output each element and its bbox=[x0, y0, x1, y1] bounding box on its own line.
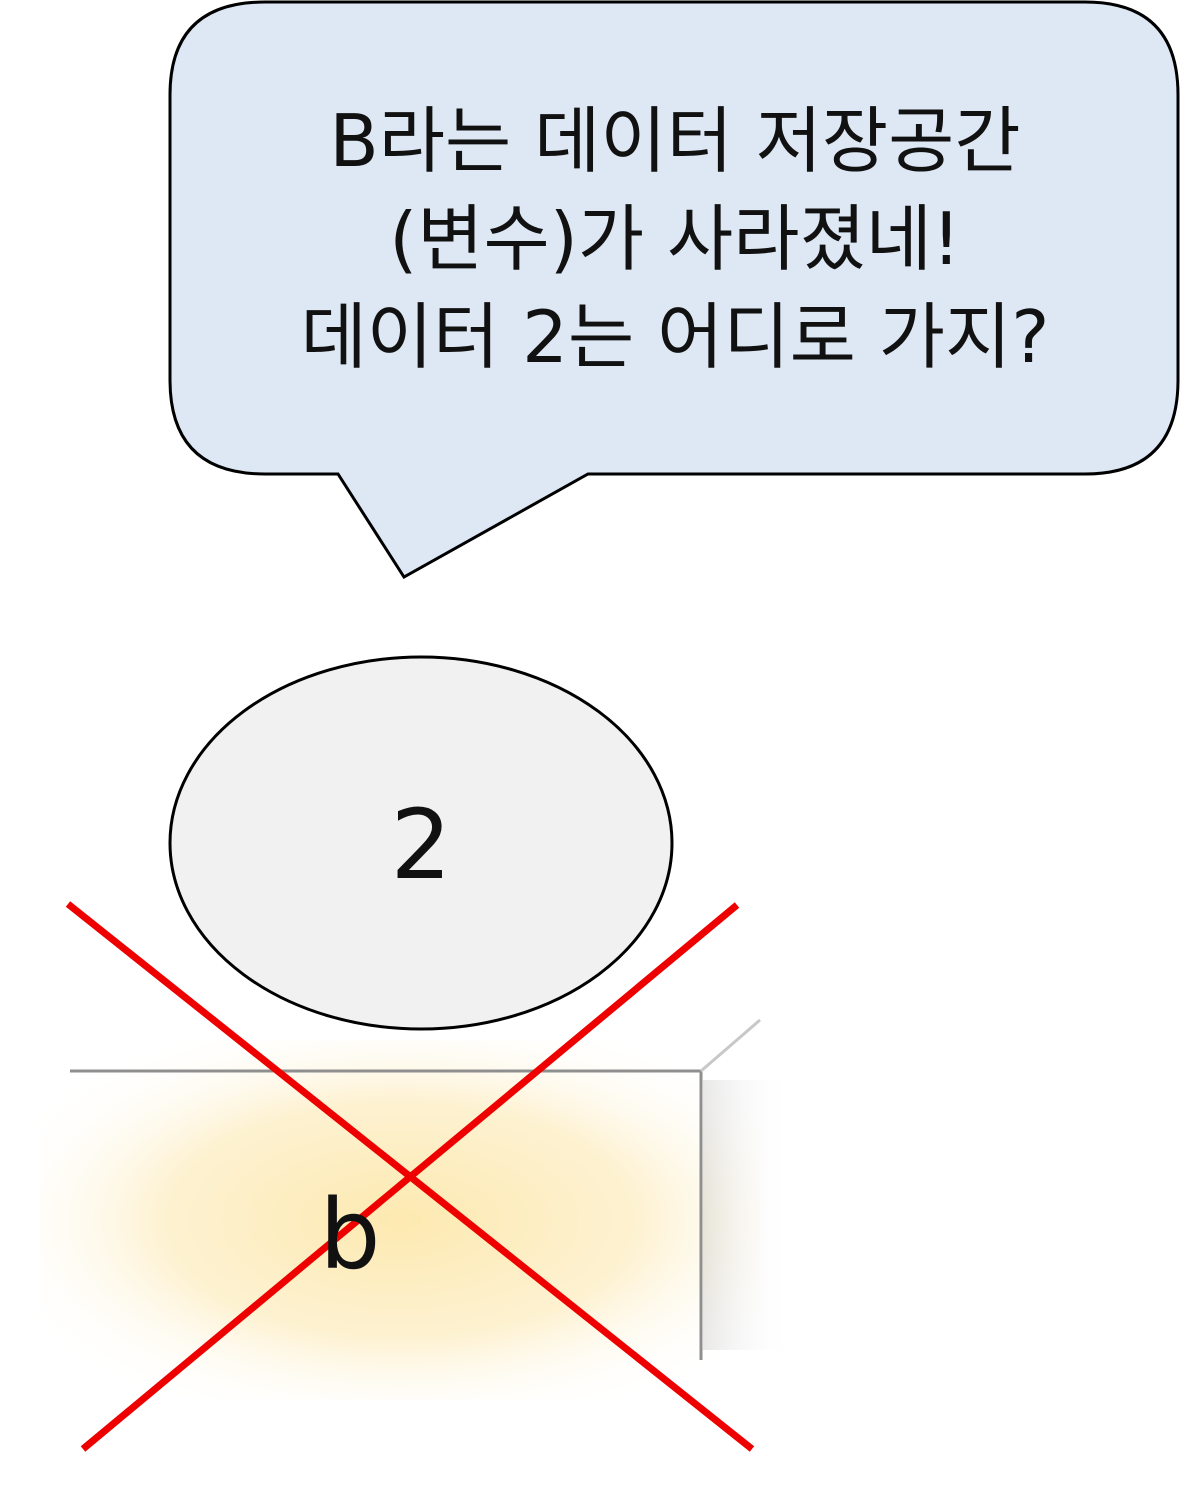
speech-bubble-line-1: B라는 데이터 저장공간 bbox=[329, 99, 1021, 183]
cross-mark-icon bbox=[65, 901, 755, 1452]
variable-box bbox=[40, 1018, 793, 1400]
data-value-label: 2 bbox=[390, 789, 452, 901]
speech-bubble-text: B라는 데이터 저장공간 (변수)가 사라졌네! 데이터 2는 어디로 가지? bbox=[180, 92, 1170, 386]
variable-label: b bbox=[319, 1179, 381, 1291]
data-value-ellipse bbox=[168, 655, 674, 1031]
speech-bubble-line-3: 데이터 2는 어디로 가지? bbox=[300, 295, 1050, 379]
speech-bubble bbox=[168, 0, 1180, 579]
variable-box-depth-edge bbox=[700, 1018, 761, 1073]
speech-bubble-line-2: (변수)가 사라졌네! bbox=[389, 197, 961, 281]
